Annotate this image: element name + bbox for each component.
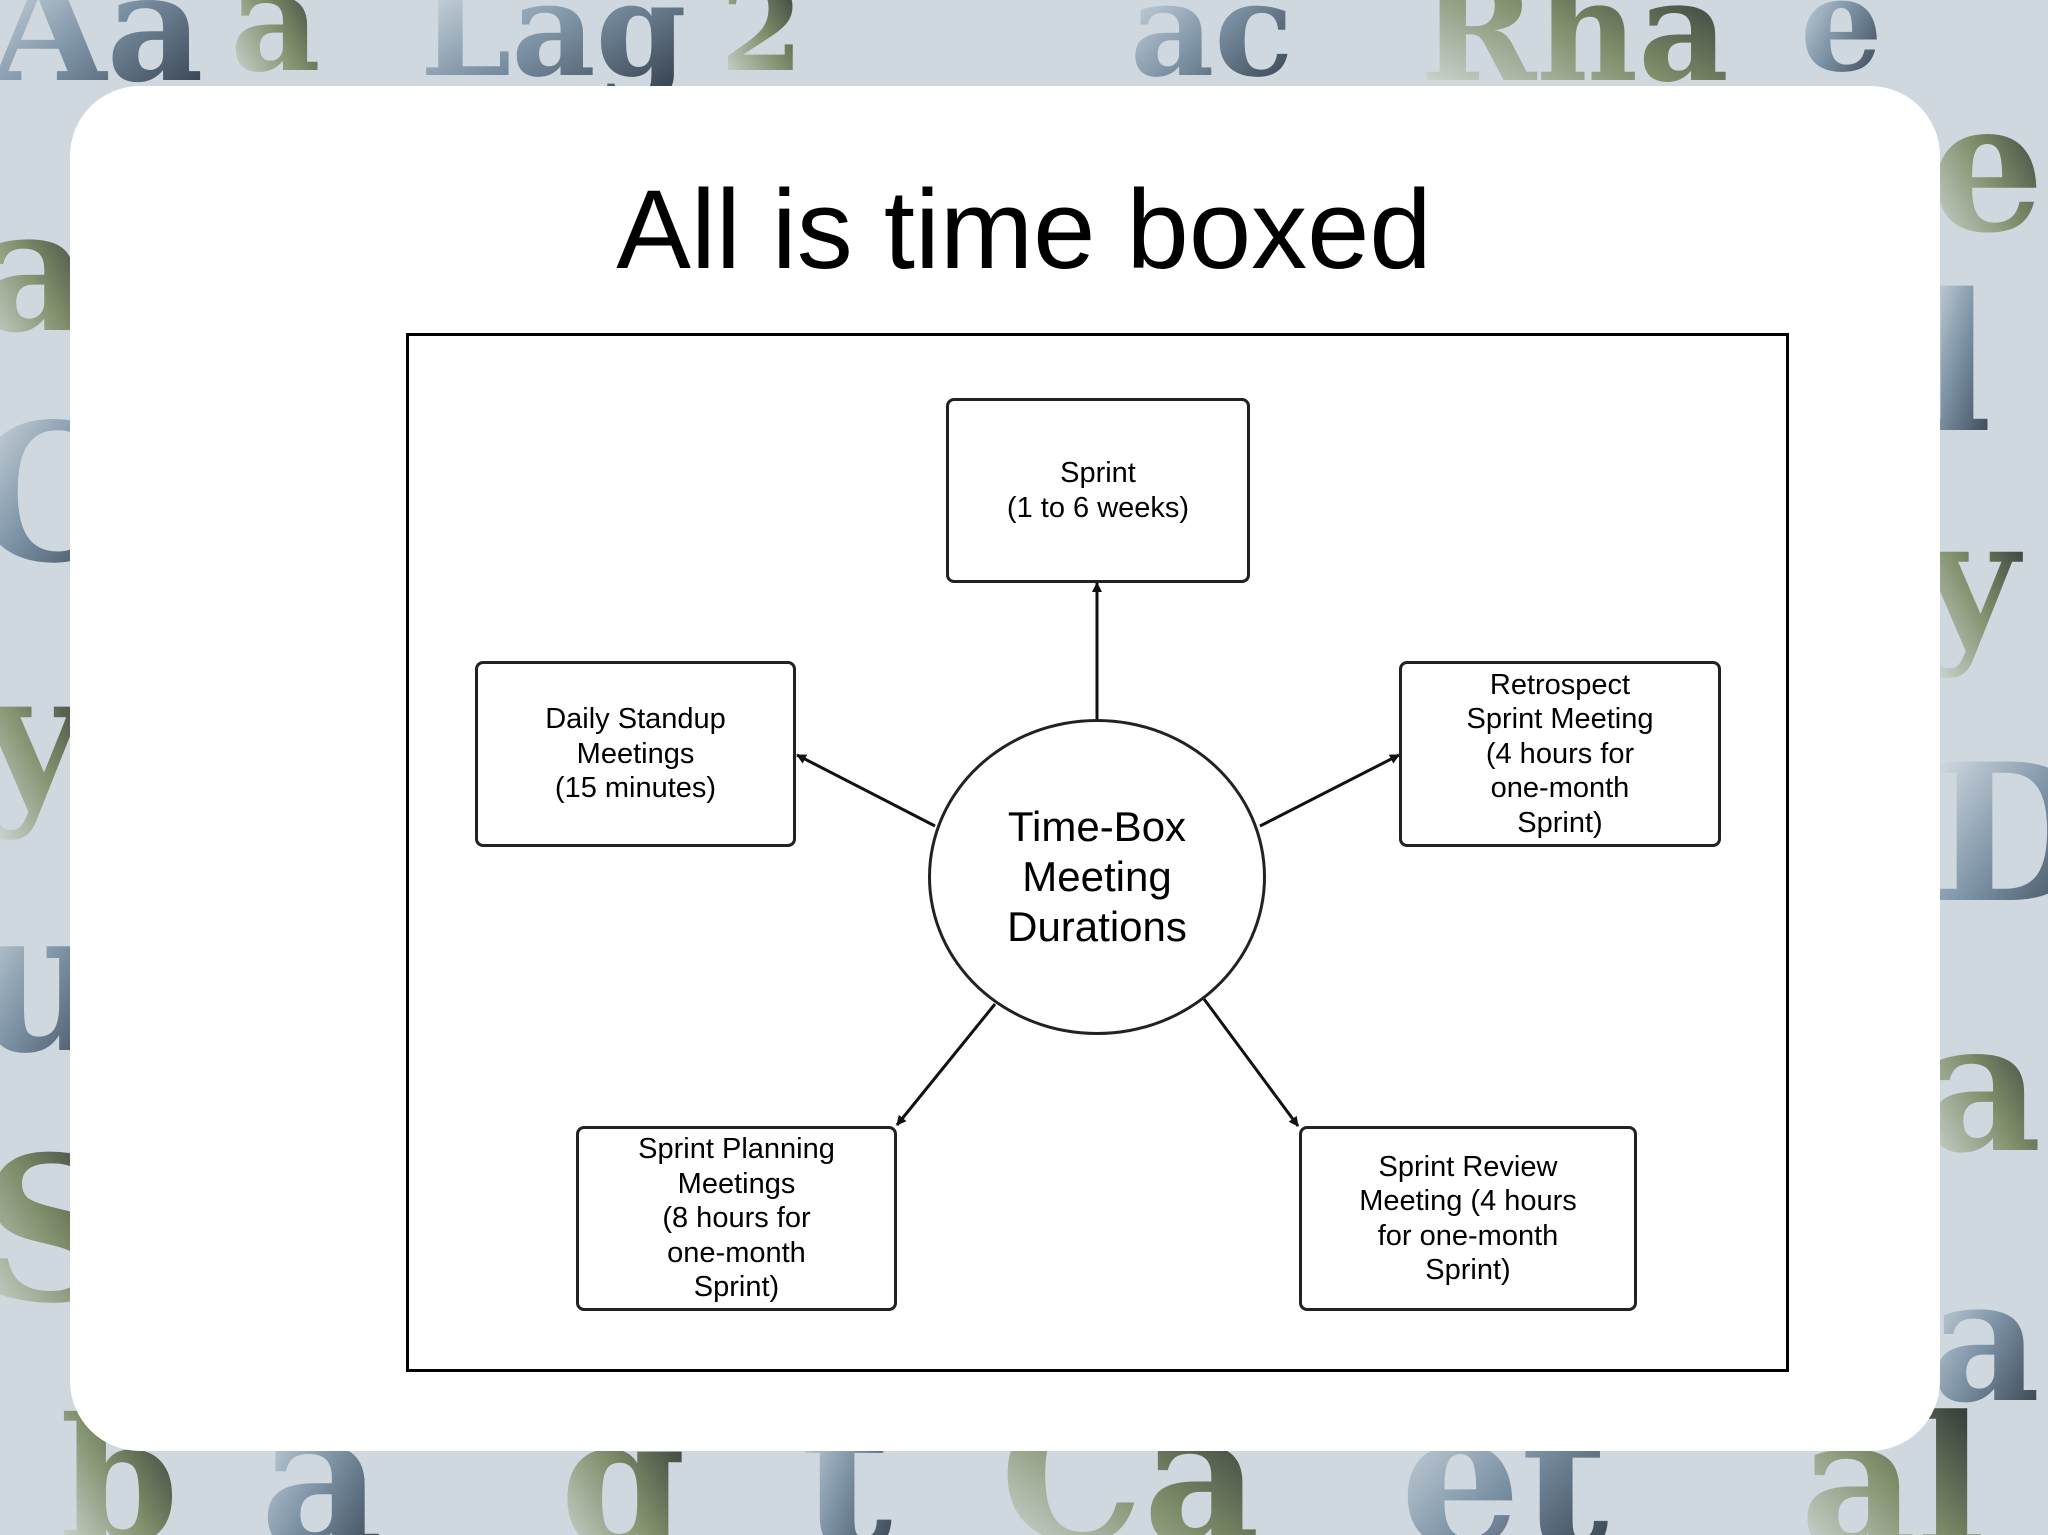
arrow-to-sprint-planning <box>895 1003 997 1126</box>
center-label: Time-Box Meeting Durations <box>1007 803 1187 950</box>
svg-text:e: e <box>1930 62 2045 273</box>
daily-standup-box: Daily Standup Meetings (15 minutes) <box>475 661 796 847</box>
time-box-center-circle: Time-Box Meeting Durations <box>928 719 1266 1035</box>
svg-text:D: D <box>1930 722 2048 945</box>
svg-text:a: a <box>1925 982 2042 1193</box>
arrow-to-sprint-review <box>1202 998 1300 1127</box>
sprint-planning-label: Sprint Planning Meetings (8 hours for on… <box>638 1133 835 1304</box>
svg-text:2: 2 <box>720 0 804 99</box>
slide-title: All is time boxed <box>616 167 1432 292</box>
sprint-review-label: Sprint Review Meeting (4 hours for one-m… <box>1359 1150 1577 1287</box>
svg-text:a: a <box>1930 1241 2040 1441</box>
retrospect-box: Retrospect Sprint Meeting (4 hours for o… <box>1399 661 1721 847</box>
daily-standup-label: Daily Standup Meetings (15 minutes) <box>545 703 726 805</box>
arrow-to-daily-standup <box>796 753 936 828</box>
sprint-review-box: Sprint Review Meeting (4 hours for one-m… <box>1299 1126 1637 1311</box>
retrospect-label: Retrospect Sprint Meeting (4 hours for o… <box>1466 668 1654 839</box>
sprint-label: Sprint (1 to 6 weeks) <box>1006 457 1190 524</box>
svg-text:e: e <box>1800 0 1883 101</box>
sprint-box: Sprint (1 to 6 weeks) <box>946 398 1250 583</box>
arrow-to-retrospect <box>1259 753 1400 828</box>
sprint-planning-box: Sprint Planning Meetings (8 hours for on… <box>576 1126 897 1311</box>
